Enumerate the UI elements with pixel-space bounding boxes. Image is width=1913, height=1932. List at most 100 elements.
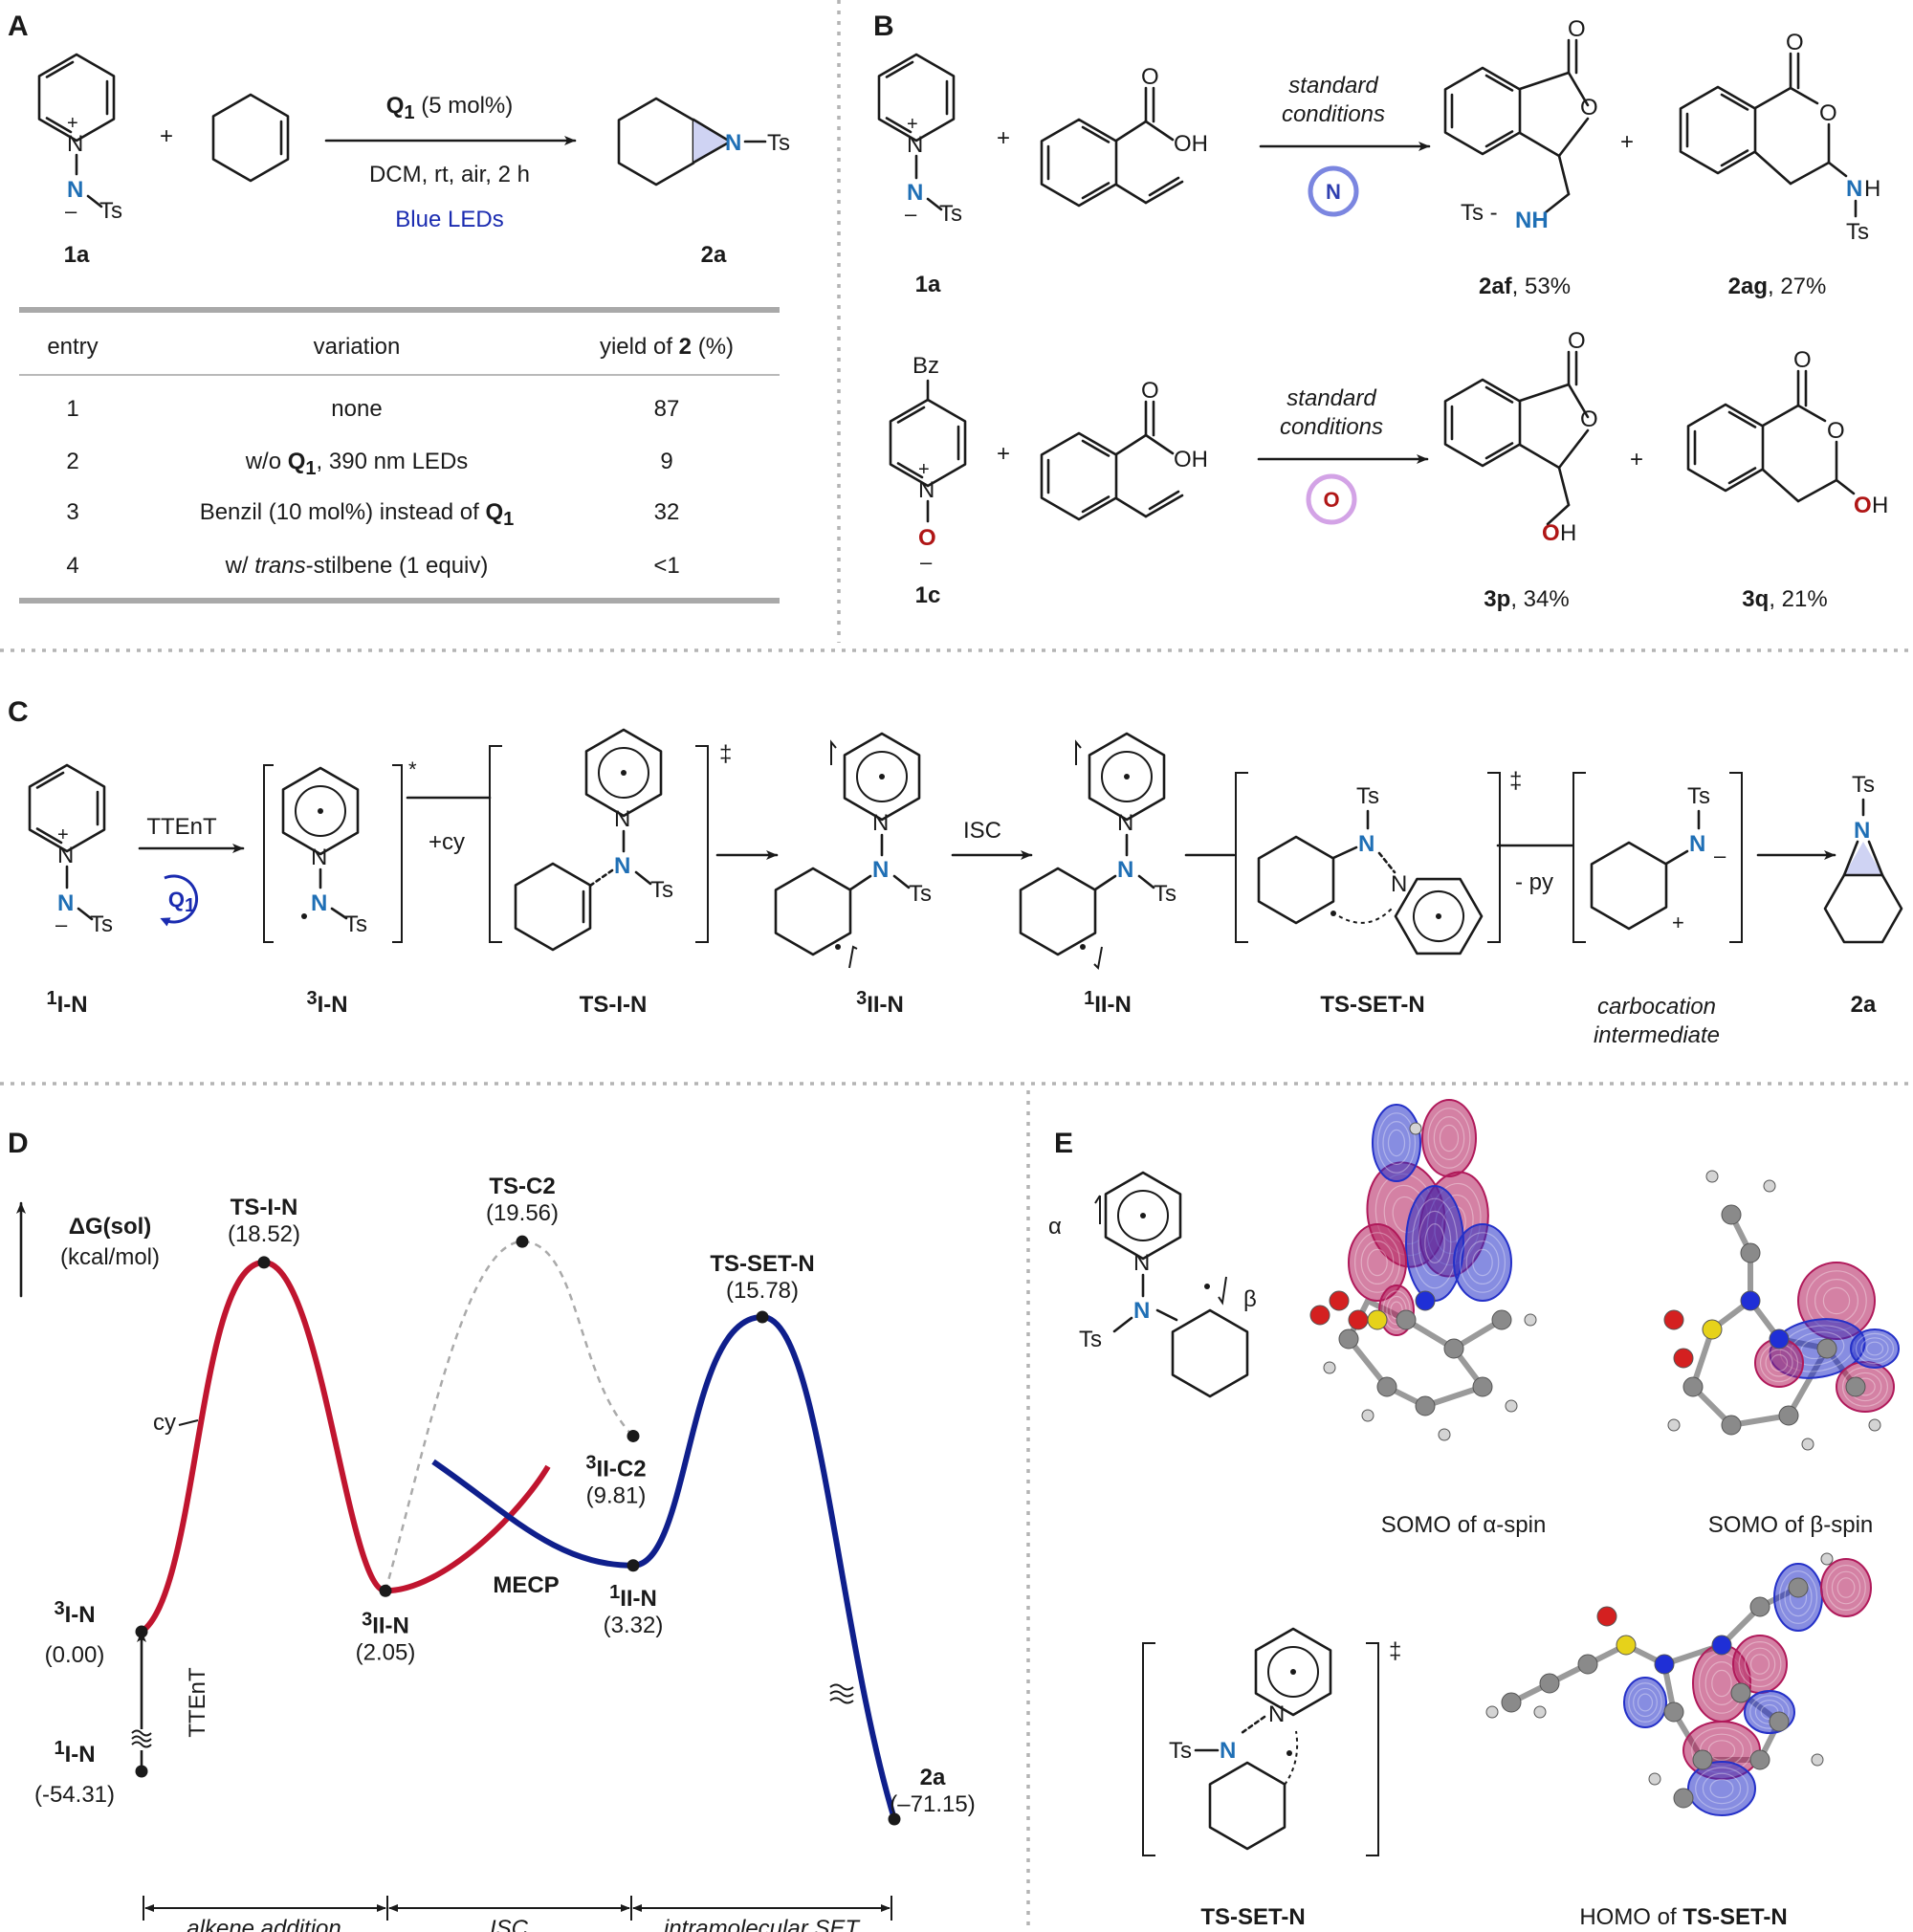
atom	[1409, 1122, 1422, 1135]
label-value-TS-I-N: (18.52)	[228, 1221, 300, 1247]
label-TS-SET-N: TS-SET-N	[1320, 992, 1424, 1018]
table-row: 1 none 87	[66, 396, 679, 422]
svg-text:Ts -: Ts -	[1461, 200, 1498, 226]
label-value-3II-N: (2.05)	[356, 1639, 416, 1665]
atom	[1376, 1376, 1397, 1397]
atom	[1491, 1309, 1512, 1330]
ts-set-n-structure: N N Ts ‡	[1142, 1627, 1401, 1856]
svg-text:3: 3	[66, 499, 78, 525]
svg-text:Ts: Ts	[1846, 219, 1869, 245]
svg-text:O: O	[1793, 347, 1812, 373]
svg-text:O: O	[1141, 64, 1159, 90]
profile-points	[135, 1235, 901, 1826]
svg-text:H: H	[1560, 520, 1576, 546]
svg-text:+: +	[997, 441, 1010, 467]
atom	[1524, 1313, 1537, 1327]
table-header-entry: entry	[47, 334, 98, 360]
species-3II-N: N N Ts	[774, 732, 932, 969]
species-3I-N: N N Ts *	[263, 757, 417, 943]
svg-text:+: +	[67, 113, 78, 134]
stage-intramolecular-set: intramolecular SET	[664, 1916, 861, 1932]
catalyst-label: Q1 (5 mol%)	[386, 93, 513, 123]
svg-text:–: –	[1714, 844, 1726, 867]
atom	[1415, 1395, 1436, 1416]
lobe	[1372, 1104, 1421, 1182]
svg-text:OH: OH	[1174, 447, 1208, 472]
species-TS-SET-N: Ts N N ‡	[1235, 768, 1522, 974]
svg-text:N: N	[1117, 810, 1133, 836]
label-TS-I-N: TS-I-N	[580, 992, 648, 1018]
stage-brackets: alkene addition ISC intramolecular SET	[143, 1896, 892, 1932]
atom	[1801, 1438, 1814, 1451]
table-row: 3 Benzil (10 mol%) instead of Q1 32	[66, 499, 679, 530]
table-header-variation: variation	[314, 334, 401, 360]
svg-text:O: O	[1568, 328, 1586, 354]
atom	[1329, 1290, 1350, 1311]
label-value-TS-SET-N: (15.78)	[726, 1278, 799, 1304]
curve-singlet-set	[431, 1313, 897, 1820]
svg-text:+: +	[907, 114, 918, 135]
label-ts-set-n-e: TS-SET-N	[1200, 1904, 1305, 1930]
atom	[1721, 1415, 1742, 1436]
svg-text:+: +	[997, 125, 1010, 151]
somo-alpha-orbital	[1309, 1099, 1537, 1441]
profile-curves	[140, 1240, 897, 1820]
svg-text:2: 2	[66, 449, 78, 474]
svg-text:w/o Q1, 390 nm LEDs: w/o Q1, 390 nm LEDs	[245, 449, 469, 479]
atom	[1778, 1405, 1799, 1426]
svg-text:+cy: +cy	[429, 829, 465, 855]
svg-text:N: N	[1117, 857, 1133, 883]
svg-text:N: N	[1220, 1738, 1236, 1764]
table-row: 4 w/ trans-stilbene (1 equiv) <1	[66, 553, 679, 579]
svg-text:+: +	[57, 824, 69, 845]
lobe	[1405, 1185, 1464, 1302]
label-name-3I-N: 3I-N	[54, 1598, 95, 1628]
label-1I-N: 1I-N	[46, 988, 87, 1018]
svg-text:N: N	[1854, 818, 1870, 844]
atom	[1505, 1399, 1518, 1413]
atom	[1654, 1654, 1675, 1675]
svg-text:H: H	[1864, 176, 1880, 202]
svg-text:+: +	[1630, 447, 1643, 472]
caption-somo-beta: SOMO of β-spin	[1708, 1512, 1874, 1538]
svg-text:<1: <1	[653, 553, 679, 579]
somo-beta-orbital	[1663, 1170, 1900, 1451]
label-2af: 2af, 53%	[1479, 274, 1571, 299]
atom	[1740, 1290, 1761, 1311]
table-header-yield: yield of 2 (%)	[600, 334, 734, 360]
svg-text:β: β	[1243, 1286, 1257, 1312]
atom	[1663, 1309, 1684, 1330]
svg-text:N: N	[67, 131, 83, 157]
table-row: 2 w/o Q1, 390 nm LEDs 9	[66, 449, 672, 479]
svg-text:Bz: Bz	[913, 353, 939, 379]
svg-text:+: +	[1672, 911, 1684, 934]
svg-text:Ts: Ts	[650, 877, 673, 903]
product-3p-structure: O O O H	[1443, 328, 1598, 546]
atom	[1740, 1242, 1761, 1263]
label-1II-N: 1II-N	[1084, 988, 1132, 1018]
svg-text:Ts: Ts	[344, 911, 367, 937]
svg-text:*: *	[408, 757, 417, 781]
energy-profile: ΔG(sol) (kcal/mol) 1I-N(-54.31)3I-N(0.00…	[16, 1174, 976, 1932]
label-1a: 1a	[64, 242, 90, 268]
species-TS-I-N: N N Ts ‡	[489, 728, 732, 952]
svg-text:OH: OH	[1174, 131, 1208, 157]
svg-text:N: N	[1326, 180, 1341, 204]
curve-c2-pathway	[384, 1240, 634, 1592]
atom	[1702, 1319, 1723, 1340]
n-centred-circle	[1308, 165, 1359, 217]
svg-text:N: N	[1391, 871, 1407, 897]
svg-text:N: N	[1133, 1298, 1150, 1324]
svg-text:α: α	[1048, 1214, 1062, 1240]
label-value-3II-C2: (9.81)	[586, 1482, 647, 1508]
svg-text:- py: - py	[1515, 869, 1553, 895]
svg-text:O: O	[1580, 406, 1598, 432]
svg-text:‡: ‡	[719, 741, 732, 767]
svg-text:N: N	[311, 890, 327, 916]
svg-text:O: O	[1854, 493, 1872, 518]
axis-title: ΔG(sol)	[69, 1214, 152, 1240]
svg-text:–: –	[905, 202, 917, 226]
label-1a-b: 1a	[915, 272, 941, 297]
svg-text:N: N	[614, 853, 630, 879]
svg-text:O: O	[1141, 378, 1159, 404]
